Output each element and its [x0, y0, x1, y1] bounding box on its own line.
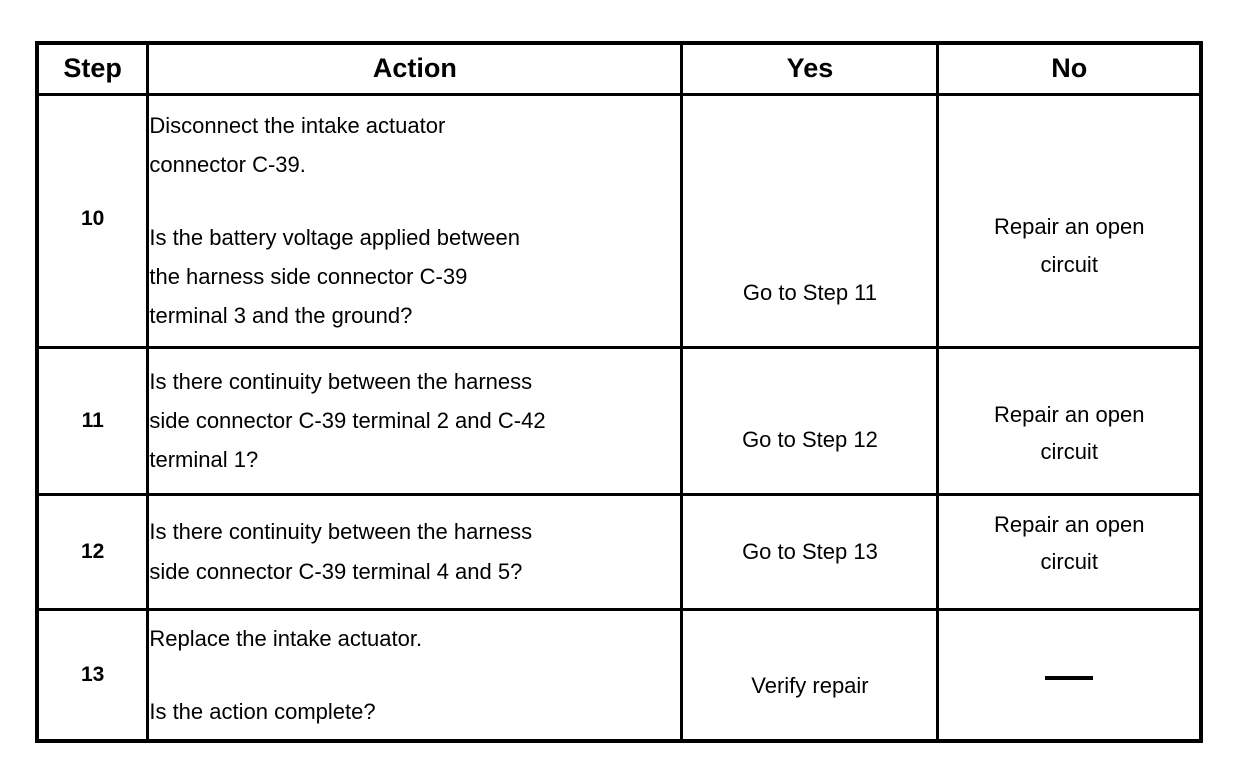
- table-row: 10 Disconnect the intake actuator connec…: [37, 94, 1201, 349]
- step-number-cell: 11: [37, 347, 150, 496]
- diagnostic-step-table: Step Action Yes No 10 Disconnect the int…: [35, 41, 1203, 743]
- no-outcome-line: circuit: [1040, 439, 1098, 465]
- action-line: side connector C-39 terminal 2 and C-42: [149, 407, 546, 433]
- column-header-action: Action: [147, 43, 684, 96]
- table-header: Step Action Yes No: [37, 43, 1201, 96]
- table-body: 10 Disconnect the intake actuator connec…: [37, 94, 1201, 741]
- yes-outcome-cell: Verify repair: [681, 609, 940, 741]
- action-line: Disconnect the intake actuator: [149, 112, 446, 138]
- column-header-yes: Yes: [681, 43, 940, 96]
- yes-outcome-cell: Go to Step 13: [681, 494, 940, 611]
- step-number-cell: 10: [37, 94, 150, 349]
- step-number-cell: 13: [37, 609, 150, 741]
- table-row: 13 Replace the intake actuator. Is the a…: [37, 609, 1201, 741]
- action-cell: Replace the intake actuator. Is the acti…: [147, 609, 684, 741]
- paragraph-spacer: [149, 184, 680, 218]
- column-header-action-label: Action: [372, 53, 457, 84]
- diagnostic-table-container: Step Action Yes No 10 Disconnect the int…: [35, 41, 1203, 743]
- action-line: side connector C-39 terminal 4 and 5?: [149, 558, 523, 584]
- action-cell: Is there continuity between the harness …: [147, 494, 684, 611]
- no-outcome-line: circuit: [1040, 549, 1098, 575]
- step-number-cell: 12: [37, 494, 150, 611]
- action-line: the harness side connector C-39: [149, 264, 468, 290]
- action-line: connector C-39.: [149, 151, 306, 177]
- action-cell: Disconnect the intake actuator connector…: [147, 94, 684, 349]
- no-outcome-cell: Repair an open circuit: [937, 494, 1201, 611]
- table-header-row: Step Action Yes No: [37, 43, 1201, 96]
- action-line: Is there continuity between the harness: [149, 368, 533, 394]
- yes-outcome-cell: Go to Step 11: [681, 94, 940, 349]
- no-outcome-line: Repair an open: [993, 511, 1145, 537]
- no-outcome-line: Repair an open: [993, 401, 1145, 427]
- action-line: Is the battery voltage applied between: [149, 224, 520, 250]
- no-outcome-line: circuit: [1040, 251, 1098, 277]
- no-outcome-cell: Repair an open circuit: [937, 94, 1201, 349]
- action-line: terminal 3 and the ground?: [149, 303, 413, 329]
- column-header-no: No: [937, 43, 1201, 96]
- column-header-step-label: Step: [63, 53, 122, 84]
- paragraph-spacer: [149, 658, 680, 692]
- table-row: 12 Is there continuity between the harne…: [37, 494, 1201, 611]
- no-outcome-cell: [937, 609, 1201, 741]
- action-line: Is there continuity between the harness: [149, 519, 533, 545]
- yes-outcome-cell: Go to Step 12: [681, 347, 940, 496]
- action-line: terminal 1?: [149, 447, 259, 473]
- em-dash-placeholder-icon: [1045, 675, 1094, 680]
- column-header-yes-label: Yes: [786, 53, 834, 84]
- column-header-no-label: No: [1051, 53, 1088, 84]
- action-line: Is the action complete?: [149, 698, 376, 724]
- no-outcome-cell: Repair an open circuit: [937, 347, 1201, 496]
- action-cell: Is there continuity between the harness …: [147, 347, 684, 496]
- action-line: Replace the intake actuator.: [149, 625, 423, 651]
- column-header-step: Step: [37, 43, 150, 96]
- table-row: 11 Is there continuity between the harne…: [37, 347, 1201, 496]
- no-outcome-line: Repair an open: [993, 213, 1145, 239]
